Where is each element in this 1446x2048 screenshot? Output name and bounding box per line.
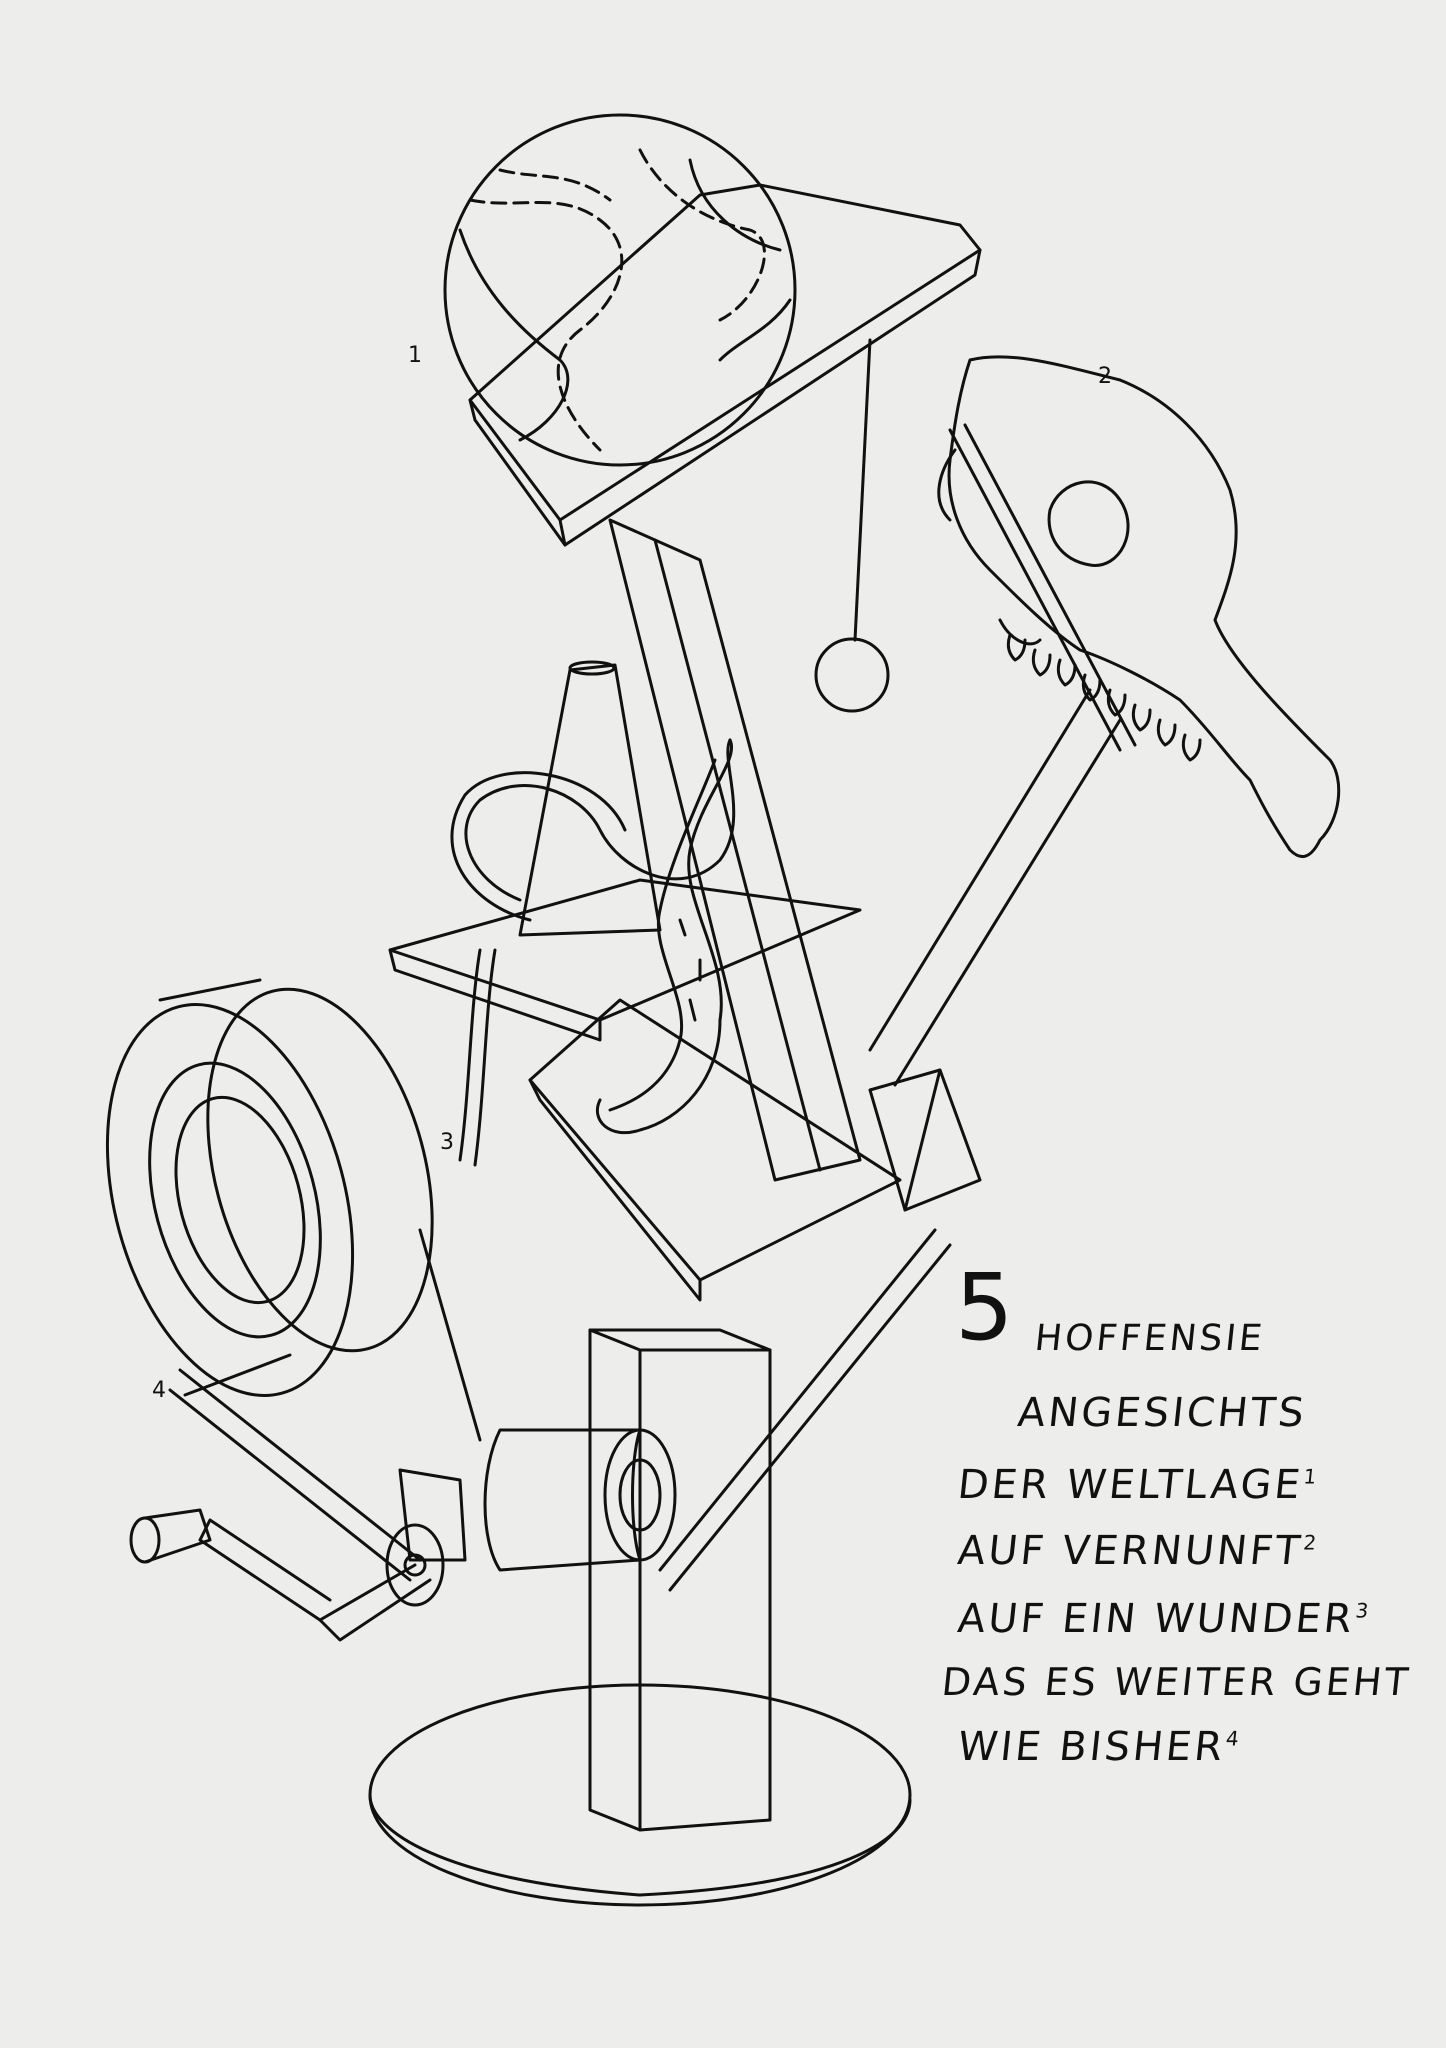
slanted-plank <box>528 998 902 1302</box>
caption-line-7-text: WIE BISHER <box>955 1724 1228 1770</box>
caption-line-7: WIE BISHER4 <box>956 1724 1244 1770</box>
small-box <box>868 1068 982 1212</box>
label-three: 3 <box>440 1130 454 1155</box>
caption-line-7-note: 4 <box>1224 1726 1243 1751</box>
label-one: 1 <box>408 343 422 368</box>
triangle-shelf <box>388 878 862 1042</box>
caption-line-1: HOFFENSIE <box>1032 1318 1267 1359</box>
caption-line-5-text: AUF EIN WUNDER <box>955 1596 1358 1642</box>
caption-line-4: AUF VERNUNFT2 <box>956 1528 1321 1574</box>
globe <box>443 113 797 467</box>
lower-pillar <box>588 1328 772 1832</box>
caption-line-4-text: AUF VERNUNFT <box>955 1528 1306 1574</box>
caption-line-5-note: 3 <box>1354 1598 1373 1623</box>
upper-post <box>608 518 862 1182</box>
top-shelf <box>468 183 982 547</box>
base-disc <box>368 1683 912 1907</box>
label-four: 4 <box>152 1378 166 1403</box>
drive-belt <box>168 1228 952 1592</box>
rope <box>450 738 736 1167</box>
caption-line-4-note: 2 <box>1302 1530 1321 1555</box>
pendulum <box>814 338 890 713</box>
animal-skull <box>937 355 1341 859</box>
caption-line-3-text: DER WELTLAGE <box>955 1462 1306 1508</box>
crank <box>129 1468 467 1642</box>
caption-number: 5 <box>955 1254 1014 1361</box>
skull-arm <box>868 688 1122 1087</box>
caption-line-6: DAS ES WEITER GEHT <box>939 1660 1414 1704</box>
spool <box>483 1428 677 1572</box>
caption-line-2: ANGESICHTS <box>1015 1390 1309 1436</box>
caption-line-5: AUF EIN WUNDER3 <box>956 1596 1373 1642</box>
caption-line-3: DER WELTLAGE1 <box>956 1462 1321 1508</box>
flywheel <box>105 978 434 1397</box>
caption-line-3-note: 1 <box>1302 1464 1321 1489</box>
label-two: 2 <box>1098 364 1112 389</box>
